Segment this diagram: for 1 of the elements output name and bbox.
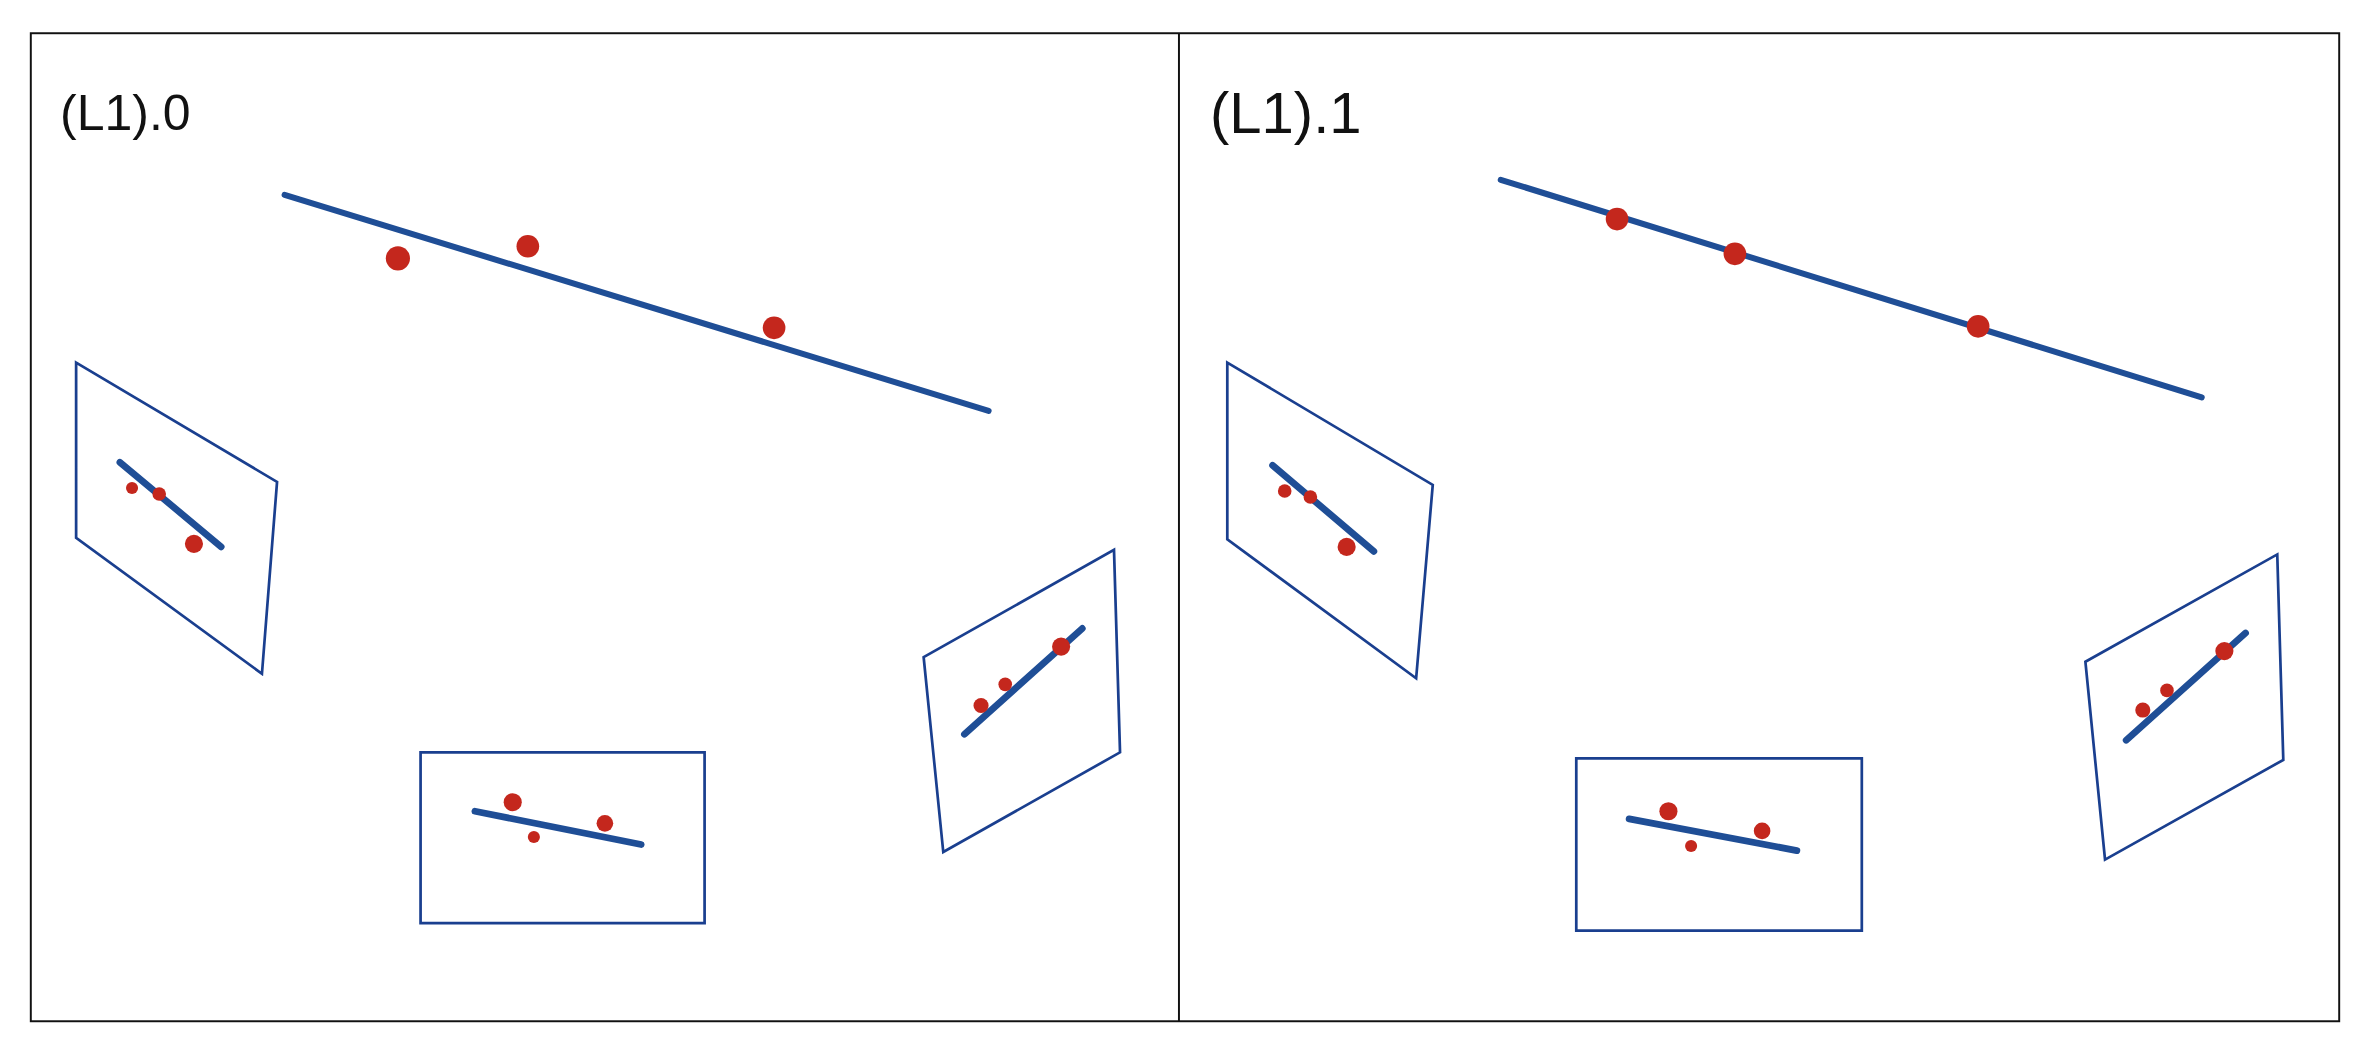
panel-label: (L1).0 <box>60 88 191 138</box>
